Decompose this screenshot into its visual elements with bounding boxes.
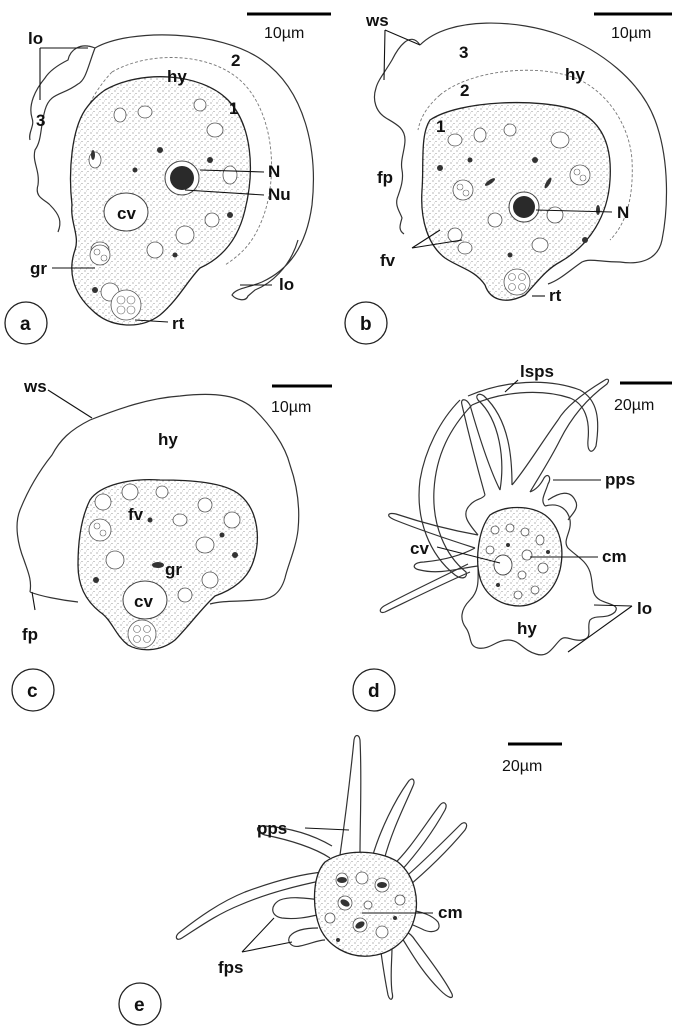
label-cm-d: cm xyxy=(602,547,627,566)
leader-N-a xyxy=(199,169,265,173)
leader-cv-d xyxy=(436,546,501,564)
leader-N-b xyxy=(535,209,613,213)
label-fv-c: fv xyxy=(128,505,144,524)
label-N-b: N xyxy=(617,203,629,222)
hyaline-outer-margin-a2 xyxy=(49,204,61,233)
label-fps-e: fps xyxy=(218,958,244,977)
leader-fps-e xyxy=(241,917,293,953)
panel-letter-a: a xyxy=(20,314,31,335)
leader-lo-d xyxy=(567,604,633,653)
label-2-b: 2 xyxy=(460,81,469,100)
cytoplasm-c xyxy=(77,479,258,651)
label-1-a: 1 xyxy=(229,99,238,118)
panel-circle-b xyxy=(344,301,388,345)
label-2-a: 2 xyxy=(231,51,240,70)
leader-fp-c xyxy=(31,591,36,611)
label-ws-c: ws xyxy=(23,377,47,396)
hyaline-outer-margin-a xyxy=(33,34,314,301)
label-pps-e: pps xyxy=(257,819,287,838)
lo-bracket-a xyxy=(39,47,88,100)
label-ws-b: ws xyxy=(365,11,389,30)
leader-ws-c xyxy=(47,389,93,419)
label-fv-b: fv xyxy=(380,251,396,270)
label-gr-c: gr xyxy=(165,560,182,579)
cell-outline-e xyxy=(175,734,468,1000)
label-hy-d: hy xyxy=(517,619,537,638)
panel-a: 10µm xyxy=(4,12,331,345)
dashed-layer-a xyxy=(111,57,273,266)
scale-bar-label-a: 10µm xyxy=(264,25,304,42)
panel-circle-e xyxy=(118,982,162,1026)
scale-bar-label-b: 10µm xyxy=(611,25,651,42)
hyaline-outer-margin-c2 xyxy=(29,591,79,603)
panel-e: 20µm pps cm fps e xyxy=(118,734,562,1026)
cell-outline-d xyxy=(388,378,617,656)
label-lsps-d: lsps xyxy=(520,362,554,381)
label-rt-a: rt xyxy=(172,314,185,333)
label-lo-bottom-a: lo xyxy=(279,275,294,294)
scale-bar-label-d: 20µm xyxy=(614,397,654,414)
label-cv-c: cv xyxy=(134,592,153,611)
label-hy-a: hy xyxy=(167,67,187,86)
panel-circle-a xyxy=(4,301,48,345)
leader-rt-a xyxy=(134,319,169,323)
label-gr-a: gr xyxy=(30,259,47,278)
hyaline-outer-margin-c xyxy=(16,393,300,605)
panel-c: 10µm xyxy=(11,377,332,712)
food-vacuoles-b xyxy=(437,123,600,296)
food-vacuoles-c xyxy=(88,483,241,649)
cytoplasm-a xyxy=(69,76,252,326)
nucleolus-a xyxy=(170,166,194,190)
panel-letter-e: e xyxy=(134,995,145,1016)
dashed-layer-b xyxy=(439,69,633,241)
contractile-vacuole-a xyxy=(103,192,149,232)
label-lo-top-a: lo xyxy=(28,29,43,48)
label-cv-d: cv xyxy=(410,539,429,558)
nucleolus-b xyxy=(513,196,535,218)
label-rt-b: rt xyxy=(549,286,562,305)
pseudopodium-curve-d xyxy=(379,563,471,614)
hyaline-outer-margin-a3 xyxy=(29,45,96,141)
label-cv-a: cv xyxy=(117,204,136,223)
long-pseudopod-d xyxy=(418,381,599,579)
label-Nu-a: Nu xyxy=(268,185,291,204)
scale-bar-label-e: 20µm xyxy=(502,758,542,775)
leader-pps-e xyxy=(304,827,350,831)
label-1-b: 1 xyxy=(436,117,445,136)
ws-leaders-b xyxy=(383,29,421,81)
panel-circle-c xyxy=(11,668,55,712)
label-fp-c: fp xyxy=(22,625,38,644)
label-fp-b: fp xyxy=(377,168,393,187)
vacuoles-e xyxy=(324,871,406,942)
contractile-vacuole-d xyxy=(493,554,513,576)
hyaline-outer-margin-b xyxy=(373,22,668,285)
vacuoles-d xyxy=(485,523,550,600)
leader-Nu-a xyxy=(184,189,265,196)
label-hy-c: hy xyxy=(158,430,178,449)
label-pps-d: pps xyxy=(605,470,635,489)
food-vacuoles-a xyxy=(88,98,238,321)
scale-bar-label-c: 10µm xyxy=(271,399,311,416)
label-cm-e: cm xyxy=(438,903,463,922)
label-lo-d: lo xyxy=(637,599,652,618)
label-hy-b: hy xyxy=(565,65,585,84)
panel-d: 20µm lsps pps cv cm xyxy=(352,362,672,712)
label-N-a: N xyxy=(268,162,280,181)
side-lobe-d xyxy=(547,492,578,521)
label-3-b: 3 xyxy=(459,43,468,62)
leader-fv-b xyxy=(411,229,463,249)
panel-b: 10µm xyxy=(344,11,672,345)
panel-circle-d xyxy=(352,668,396,712)
panel-letter-b: b xyxy=(360,314,372,335)
leader-lsps-d xyxy=(504,379,519,393)
panel-letter-d: d xyxy=(368,681,380,702)
contractile-vacuole-c xyxy=(122,580,168,620)
label-3-a: 3 xyxy=(36,111,45,130)
hyaline-outer-margin-b2 xyxy=(396,195,405,235)
panel-letter-c: c xyxy=(27,681,38,702)
